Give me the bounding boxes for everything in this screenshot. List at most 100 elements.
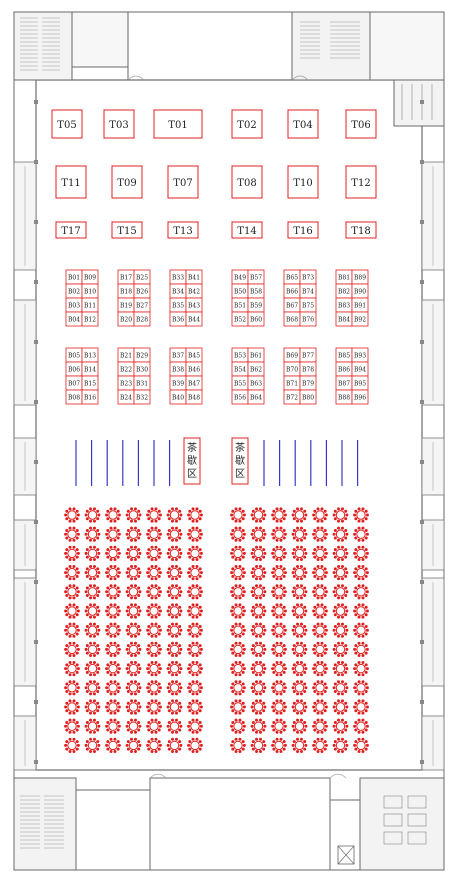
chair	[195, 526, 199, 530]
chair	[292, 663, 296, 667]
chair	[96, 632, 100, 636]
chair	[137, 709, 141, 713]
table-top	[253, 587, 264, 597]
round-table	[125, 718, 142, 734]
chair	[361, 565, 365, 569]
chair	[113, 622, 117, 626]
table-top	[233, 721, 243, 731]
bottom-center-room	[149, 777, 331, 871]
chair	[75, 663, 79, 667]
chair	[251, 740, 255, 744]
chair	[198, 644, 202, 648]
table-top	[190, 663, 200, 674]
chair	[178, 517, 182, 521]
chair	[361, 538, 365, 542]
table-top	[87, 644, 98, 655]
chair	[92, 526, 96, 530]
chair	[291, 551, 295, 555]
chair	[64, 628, 68, 632]
round-table	[230, 565, 246, 581]
chair	[365, 686, 369, 690]
chair	[320, 603, 324, 607]
round-table	[166, 507, 183, 523]
chair	[337, 596, 341, 600]
chair	[340, 634, 344, 638]
chair	[230, 628, 234, 632]
chair	[320, 557, 324, 561]
chair	[361, 577, 365, 581]
chair	[255, 680, 259, 684]
chair	[340, 596, 344, 600]
round-table	[166, 699, 183, 715]
table-top	[67, 663, 77, 674]
chair	[291, 609, 295, 613]
chair	[125, 590, 129, 594]
chair	[85, 644, 89, 648]
chair	[333, 728, 337, 732]
b-booth-label: B30	[136, 367, 148, 374]
chair	[109, 692, 113, 696]
chair	[75, 555, 79, 559]
chair	[137, 682, 141, 686]
chair	[146, 532, 150, 536]
table-top	[335, 548, 346, 559]
column	[34, 520, 38, 524]
chair	[174, 507, 178, 511]
chair	[262, 740, 266, 744]
chair	[292, 586, 296, 590]
chair	[296, 526, 300, 530]
chair	[337, 737, 341, 741]
chair	[133, 749, 137, 753]
chair	[65, 624, 69, 628]
b-booth	[299, 389, 317, 405]
b-booth-label: B34	[172, 289, 184, 296]
chair	[85, 567, 89, 571]
table-top	[87, 529, 98, 539]
chair	[179, 724, 183, 728]
chair	[354, 536, 358, 540]
chair	[299, 577, 303, 581]
chair	[324, 609, 328, 613]
chair	[344, 624, 348, 628]
chair	[357, 622, 361, 626]
b-booth	[133, 389, 151, 405]
table-top	[87, 702, 98, 712]
b-booth-label: B67	[286, 303, 298, 310]
chair	[116, 574, 120, 578]
chair	[97, 628, 101, 632]
round-table	[64, 603, 80, 619]
chair	[72, 641, 76, 645]
chair	[109, 545, 113, 549]
chair	[316, 653, 320, 657]
chair	[230, 647, 234, 651]
chair	[344, 720, 348, 724]
round-table	[291, 584, 308, 600]
chair	[133, 596, 137, 600]
tea-break-label: 区	[235, 468, 245, 480]
chair	[150, 718, 154, 722]
table-top	[233, 567, 243, 578]
round-table	[125, 565, 142, 581]
chair	[150, 519, 154, 523]
chair	[75, 594, 79, 598]
chair	[116, 624, 120, 628]
chair	[283, 667, 287, 671]
table-top	[335, 625, 346, 635]
b-booth-label: B81	[338, 275, 350, 282]
chair	[282, 536, 286, 540]
round-table	[125, 699, 142, 715]
round-table	[146, 603, 162, 619]
chair	[174, 711, 178, 715]
round-table	[230, 545, 246, 561]
chair	[109, 737, 113, 741]
chair	[258, 577, 262, 581]
chair	[150, 673, 154, 677]
b-booth-label: B84	[338, 317, 350, 324]
round-table	[146, 641, 162, 657]
chair	[242, 724, 246, 728]
round-table	[166, 622, 183, 638]
chair	[150, 680, 154, 684]
chair	[283, 513, 287, 517]
chair	[130, 615, 134, 619]
chair	[154, 507, 158, 511]
